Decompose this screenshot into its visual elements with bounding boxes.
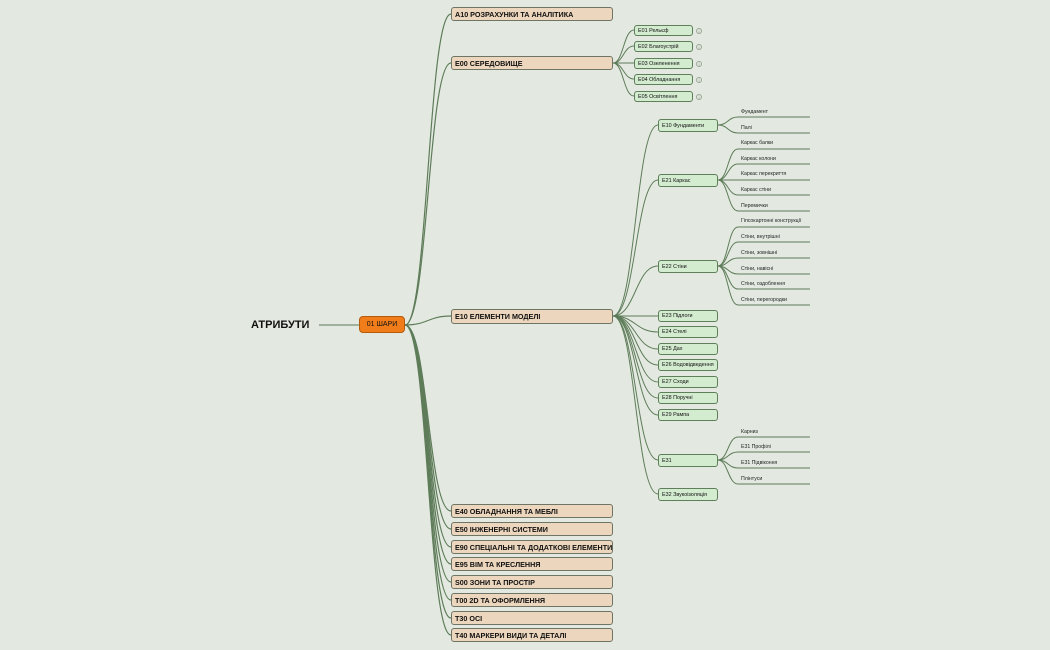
e25-node[interactable]: E25 Дах	[658, 343, 718, 355]
leaf-lintels[interactable]: Перемички	[741, 203, 768, 209]
connector-line	[612, 29, 635, 64]
e27-node[interactable]: E27 Сходи	[658, 376, 718, 388]
connector-line	[404, 324, 452, 548]
leaf-sills[interactable]: E31 Підвіконня	[741, 460, 778, 466]
t40-node[interactable]: T40 МАРКЕРИ ВИДИ ТА ДЕТАЛІ	[451, 628, 613, 642]
connector-line	[612, 45, 635, 64]
e02-node[interactable]: E02 Благоустрій	[634, 41, 693, 52]
leaf-foundation[interactable]: Фундамент	[741, 109, 769, 115]
leaf-cornice[interactable]: Карниз	[741, 429, 758, 435]
leaf-skirting[interactable]: Плінтуси	[741, 476, 763, 482]
connector-line	[717, 265, 739, 306]
e21-node[interactable]: E21 Каркас	[658, 174, 718, 187]
leaf-profiles[interactable]: E31 Профілі	[741, 444, 771, 450]
e32-node[interactable]: E32 Звукоізоляція	[658, 488, 718, 501]
leaf-walls-finish[interactable]: Стіни, оздоблення	[741, 281, 786, 287]
connector-line	[612, 179, 659, 317]
connector-line	[404, 324, 452, 565]
center-node[interactable]: 01 ШАРИ	[359, 316, 405, 333]
e95-node[interactable]: E95 BIM ТА КРЕСЛЕННЯ	[451, 557, 613, 571]
connector-line	[404, 324, 452, 583]
connector-line	[404, 13, 452, 326]
leaf-drywall[interactable]: Гіпсокартонні конструкції	[741, 218, 802, 224]
connector-line	[612, 315, 659, 383]
connector-line	[612, 315, 659, 495]
connector-line	[612, 315, 659, 416]
connector-line	[404, 315, 452, 326]
e10-node[interactable]: E10 ЕЛЕМЕНТИ МОДЕЛІ	[451, 309, 613, 324]
e05-node[interactable]: E05 Освітлення	[634, 91, 693, 102]
info-icon[interactable]: i	[696, 77, 702, 83]
e10f-node[interactable]: E10 Фундаменти	[658, 119, 718, 132]
leaf-walls-interior[interactable]: Стіни, внутрішні	[741, 234, 780, 240]
info-icon[interactable]: i	[696, 44, 702, 50]
connector-line	[404, 62, 452, 326]
connector-line	[612, 265, 659, 317]
leaf-walls-exterior[interactable]: Стіни, зовнішні	[741, 250, 778, 256]
connector-line	[717, 226, 739, 267]
leaf-frame-beams[interactable]: Каркас балки	[741, 140, 774, 146]
connector-line	[404, 324, 452, 601]
e24-node[interactable]: E24 Стелі	[658, 326, 718, 338]
leaf-frame-walls[interactable]: Каркас стіни	[741, 187, 771, 193]
e29-node[interactable]: E29 Рампа	[658, 409, 718, 421]
leaf-walls-curtain[interactable]: Стіни, навісні	[741, 266, 774, 272]
leaf-frame-columns[interactable]: Каркас колони	[741, 156, 776, 162]
connector-line	[717, 163, 739, 181]
connector-line	[612, 124, 659, 317]
connector-line	[717, 116, 739, 126]
e03-node[interactable]: E03 Озеленення	[634, 58, 693, 69]
connector-line	[612, 315, 659, 461]
connector-line	[612, 62, 635, 97]
e31-node[interactable]: E31	[658, 454, 718, 467]
connector-line	[717, 148, 739, 181]
t30-node[interactable]: T30 ОСІ	[451, 611, 613, 625]
s00-node[interactable]: S00 ЗОНИ ТА ПРОСТІР	[451, 575, 613, 589]
connector-line	[717, 459, 739, 485]
connector-line	[717, 179, 739, 196]
a10-node[interactable]: A10 РОЗРАХУНКИ ТА АНАЛІТИКА	[451, 7, 613, 21]
connector-line	[612, 62, 635, 80]
e22-node[interactable]: E22 Стіни	[658, 260, 718, 273]
t00-node[interactable]: T00 2D ТА ОФОРМЛЕННЯ	[451, 593, 613, 607]
e23-node[interactable]: E23 Підлоги	[658, 310, 718, 322]
leaf-walls-partitions[interactable]: Стіни, перегородки	[741, 297, 787, 303]
connector-line	[404, 324, 452, 636]
e50-node[interactable]: E50 ІНЖЕНЕРНІ СИСТЕМИ	[451, 522, 613, 536]
info-icon[interactable]: i	[696, 94, 702, 100]
e90-node[interactable]: E90 СПЕЦІАЛЬНІ ТА ДОДАТКОВІ ЕЛЕМЕНТИ	[451, 540, 613, 554]
info-icon[interactable]: i	[696, 28, 702, 34]
connector-line	[404, 324, 452, 530]
e00-node[interactable]: E00 СЕРЕДОВИЩЕ	[451, 56, 613, 70]
e04-node[interactable]: E04 Обладнання	[634, 74, 693, 85]
connector-line	[717, 179, 739, 212]
e01-node[interactable]: E01 Рельєф	[634, 25, 693, 36]
leaf-piles[interactable]: Палі	[741, 125, 752, 131]
leaf-frame-slabs[interactable]: Каркас перекриття	[741, 171, 787, 177]
e28-node[interactable]: E28 Поручні	[658, 392, 718, 404]
e40-node[interactable]: E40 ОБЛАДНАННЯ ТА МЕБЛІ	[451, 504, 613, 518]
info-icon[interactable]: i	[696, 61, 702, 67]
connector-line	[717, 124, 739, 134]
e26-node[interactable]: E26 Водовідведення	[658, 359, 718, 371]
root-node[interactable]: АТРИБУТИ	[251, 319, 310, 331]
